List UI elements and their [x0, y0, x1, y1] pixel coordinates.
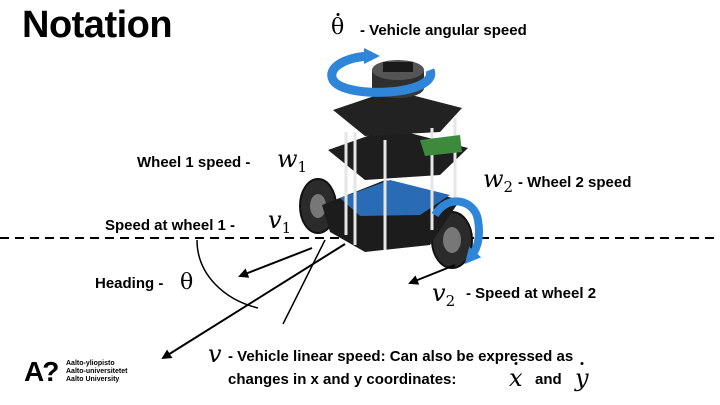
v2-symbol: v2	[432, 279, 456, 310]
v1-symbol: v1	[268, 206, 292, 237]
x-dot-symbol: x	[509, 364, 523, 392]
page-title: Notation	[22, 4, 173, 46]
w2-symbol: w2	[483, 165, 514, 196]
heading-label: Heading -	[95, 275, 164, 292]
linear-speed-label-line2: changes in x and y coordinates:	[228, 371, 457, 388]
theta-symbol: θ	[180, 270, 194, 295]
v2-arrow	[408, 264, 456, 285]
w1-symbol: w1	[277, 145, 308, 176]
linear-speed-label: - Vehicle linear speed: Can also be expr…	[228, 348, 574, 365]
speed-at-wheel2-label: - Speed at wheel 2	[466, 285, 597, 302]
theta-dot-symbol: θ	[331, 15, 345, 40]
angular-rotation-arrow	[327, 48, 436, 97]
y-dot-symbol: y	[575, 364, 589, 392]
wheel2-rotation-arrow	[431, 197, 483, 265]
and-label: and	[535, 371, 562, 388]
v-symbol: v	[208, 340, 222, 368]
speed-at-wheel1-label: Speed at wheel 1 -	[105, 217, 236, 234]
heading-angle-arc	[196, 239, 259, 309]
aalto-logo: A? Aalto-yliopisto Aalto-universitetet A…	[24, 356, 128, 387]
angular-speed-label: - Vehicle angular speed	[360, 22, 527, 39]
robot-illustration	[299, 60, 473, 269]
v1-arrow	[238, 247, 313, 278]
v-linear-arrow	[161, 243, 346, 360]
heading-reference-line	[282, 239, 326, 325]
wheel2-speed-label: - Wheel 2 speed	[518, 174, 632, 191]
wheel1-speed-label: Wheel 1 speed -	[137, 154, 251, 171]
